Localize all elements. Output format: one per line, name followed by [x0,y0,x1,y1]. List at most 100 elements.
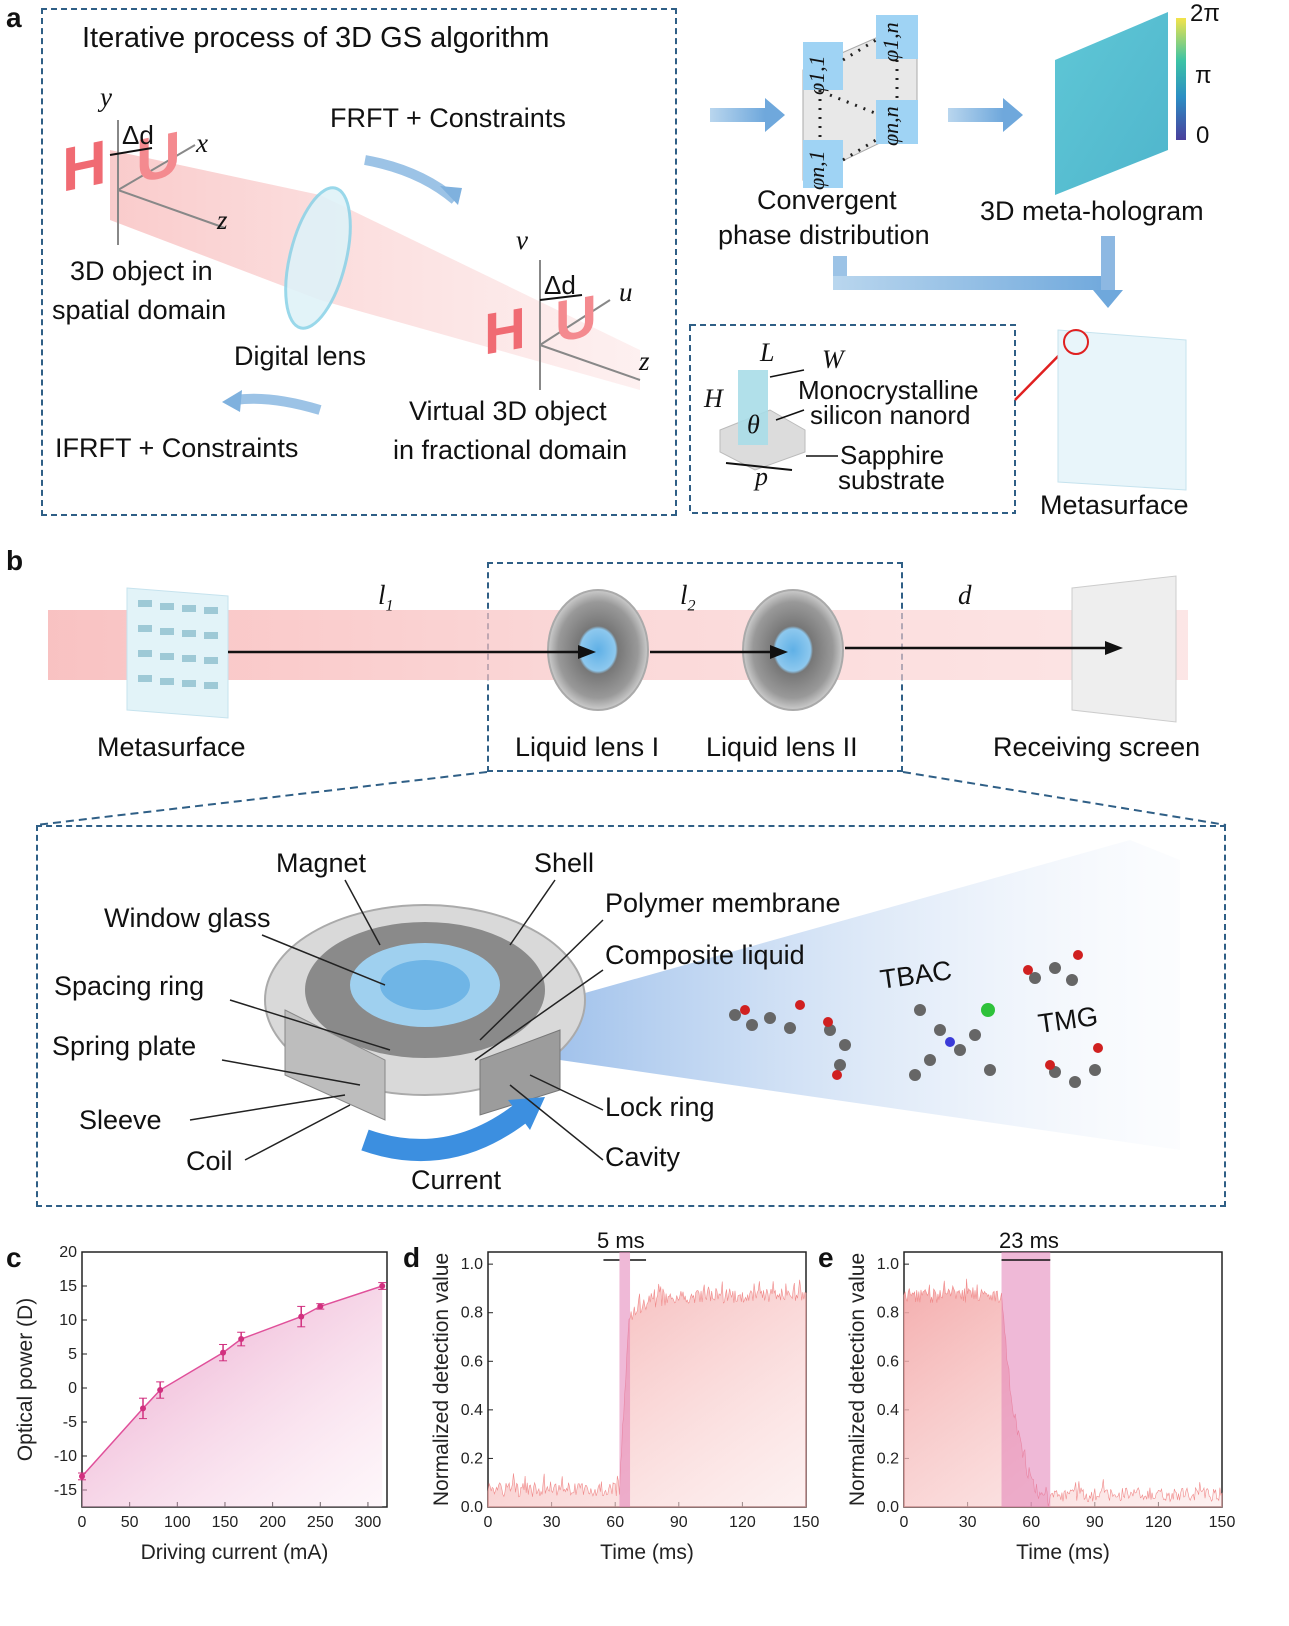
liquid-lens-1-label: Liquid lens I [515,732,660,762]
nanorod-p: p [755,462,768,491]
delta-d-virtual: Δd [544,270,576,300]
transition-band-1 [619,1252,631,1507]
y-tick-label: 0.0 [877,1499,899,1516]
y-tick-label: 20 [59,1244,77,1261]
y-tick-label: 15 [59,1278,77,1295]
colorbar-mid: π [1195,62,1212,89]
panel-c-label: c [6,1242,22,1273]
object-label-2: spatial domain [52,295,227,325]
x-tick-label: 0 [900,1514,909,1531]
axis-z-label: z [217,205,228,235]
mono-label-1: Monocrystalline [798,375,979,405]
svg-text:H: H [484,296,526,368]
colorbar-min: 0 [1196,122,1210,149]
x-tick-label: 0 [78,1514,87,1531]
shell-label: Shell [534,848,595,878]
y-axis-label: Normalized detection value [846,1253,869,1506]
y-axis-label: Normalized detection value [430,1253,453,1506]
data-point [220,1349,227,1356]
lock-ring-label: Lock ring [605,1092,715,1122]
x-tick-label: 60 [606,1514,624,1531]
current-label: Current [411,1165,502,1195]
y-tick-label: 0.4 [461,1402,483,1419]
sapphire-label-1: Sapphire [840,440,945,470]
meta-hologram-label: 3D meta-hologram [980,196,1204,226]
data-point [79,1473,85,1480]
metasurface-a-label: Metasurface [1040,490,1189,520]
mono-label-2: silicon nanord [810,400,971,430]
svg-text:U: U [136,118,181,197]
y-tick-label: 0.0 [461,1499,483,1516]
data-point [317,1303,324,1310]
axis-z-virtual-label: z [639,346,650,376]
y-tick-label: -10 [54,1448,77,1465]
marker-5ms: 5 ms [597,1228,645,1253]
sapphire-label-2: substrate [838,465,945,495]
nanorod-L: L [760,338,775,367]
gs-algorithm-title: Iterative process of 3D GS algorithm [82,22,550,54]
polymer-membrane-label: Polymer membrane [605,888,841,918]
x-tick-label: 100 [164,1514,191,1531]
receiving-screen-label: Receiving screen [993,732,1201,762]
y-tick-label: 0.2 [461,1450,483,1467]
x-tick-label: 300 [355,1514,382,1531]
x-tick-label: 60 [1022,1514,1040,1531]
panel-d-label: d [403,1242,421,1273]
y-tick-label: -5 [63,1414,77,1431]
convergent-label-2: phase distribution [718,220,930,250]
nanorod-W: W [822,345,844,374]
digital-lens-label: Digital lens [234,341,367,371]
panel-a-label: a [6,2,22,33]
x-tick-label: 30 [959,1514,977,1531]
detection-signal-1 [487,1279,807,1508]
nanorod-theta: θ [747,410,760,439]
lens-detail-frame [36,825,1226,1207]
y-tick-label: 0.2 [877,1450,899,1467]
distance-l1: l1 [378,580,394,615]
colorbar-max: 2π [1190,0,1220,27]
convergent-label-1: Convergent [757,185,897,215]
axis-x-label: x [196,128,208,158]
x-tick-label: 200 [259,1514,286,1531]
x-tick-label: 120 [729,1514,756,1531]
gs-algorithm-frame [41,8,677,516]
y-tick-label: 0.6 [461,1353,483,1370]
y-tick-label: 0 [68,1380,77,1397]
data-point [140,1405,146,1412]
object-label-1: 3D object in [70,256,213,286]
x-tick-label: 150 [212,1514,239,1531]
x-tick-label: 90 [670,1514,688,1531]
liquid-lens-2-label: Liquid lens II [706,732,858,762]
y-tick-label: 0.8 [461,1305,483,1322]
data-point [379,1283,386,1289]
distance-d: d [958,580,972,610]
y-tick-label: 0.8 [877,1305,899,1322]
marker-23ms: 23 ms [999,1228,1059,1253]
y-tick-label: -15 [54,1482,77,1499]
virtual-label-1: Virtual 3D object [409,396,607,426]
nanorod-H: H [704,384,723,413]
window-glass-label: Window glass [104,903,271,933]
axis-u-label: u [619,277,633,307]
data-point [157,1387,164,1394]
panel-e-label: e [818,1242,834,1273]
x-tick-label: 30 [543,1514,561,1531]
y-tick-label: 1.0 [461,1256,483,1273]
x-axis-label: Driving current (mA) [141,1541,329,1564]
svg-text:H: H [62,127,107,206]
cavity-label: Cavity [605,1142,681,1172]
x-tick-label: 90 [1086,1514,1104,1531]
y-tick-label: 1.0 [877,1256,899,1273]
y-tick-label: 10 [59,1312,77,1329]
y-tick-label: 0.4 [877,1402,899,1419]
transition-band-2 [1001,1252,1051,1507]
delta-d-object: Δd [122,120,154,150]
optical-power-line [81,1285,383,1477]
distance-l2: l2 [680,580,696,615]
x-tick-label: 150 [793,1514,820,1531]
sleeve-label: Sleeve [79,1105,162,1135]
x-tick-label: 250 [307,1514,334,1531]
